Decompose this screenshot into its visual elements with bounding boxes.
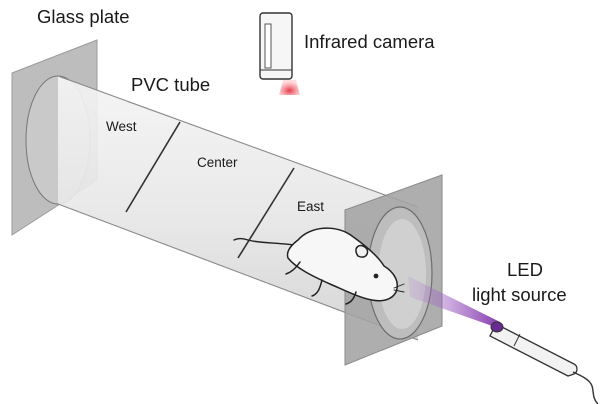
pvc-tube-label: PVC tube [131, 74, 210, 95]
led-label-line2: light source [472, 284, 567, 305]
center-label: Center [197, 155, 238, 170]
infrared-camera-icon [259, 12, 300, 95]
led-label-line1: LED [507, 259, 543, 280]
glass-plate-label: Glass plate [37, 6, 130, 27]
divider-center-east [237, 167, 295, 259]
led-pen-icon [489, 321, 599, 404]
tube-end-right [367, 206, 433, 340]
west-label: West [106, 119, 137, 134]
mouse-icon [233, 227, 405, 305]
led-light-beam [408, 276, 500, 328]
east-label: East [297, 199, 324, 214]
divider-west-center [125, 121, 181, 213]
infrared-camera-label: Infrared camera [304, 31, 435, 52]
